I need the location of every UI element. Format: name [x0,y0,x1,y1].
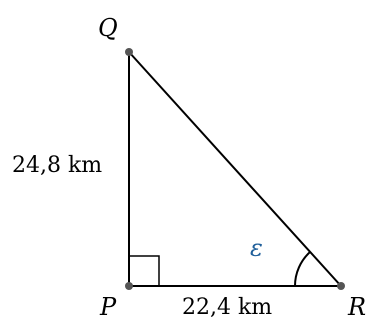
vertex-dot-p [125,282,133,290]
vertex-label-p: P [99,293,117,321]
side-length-pq: 24,8 km [12,153,102,178]
vertex-dot-q [125,48,133,56]
vertex-dot-r [337,282,345,290]
right-angle-marker [129,255,160,286]
vertex-label-r: R [347,293,366,321]
side-length-pr: 22,4 km [182,295,272,320]
angle-label-r: ε [250,234,263,262]
angle-arc-r [294,251,311,287]
side-qr [128,51,342,287]
vertex-label-q: Q [98,14,118,42]
